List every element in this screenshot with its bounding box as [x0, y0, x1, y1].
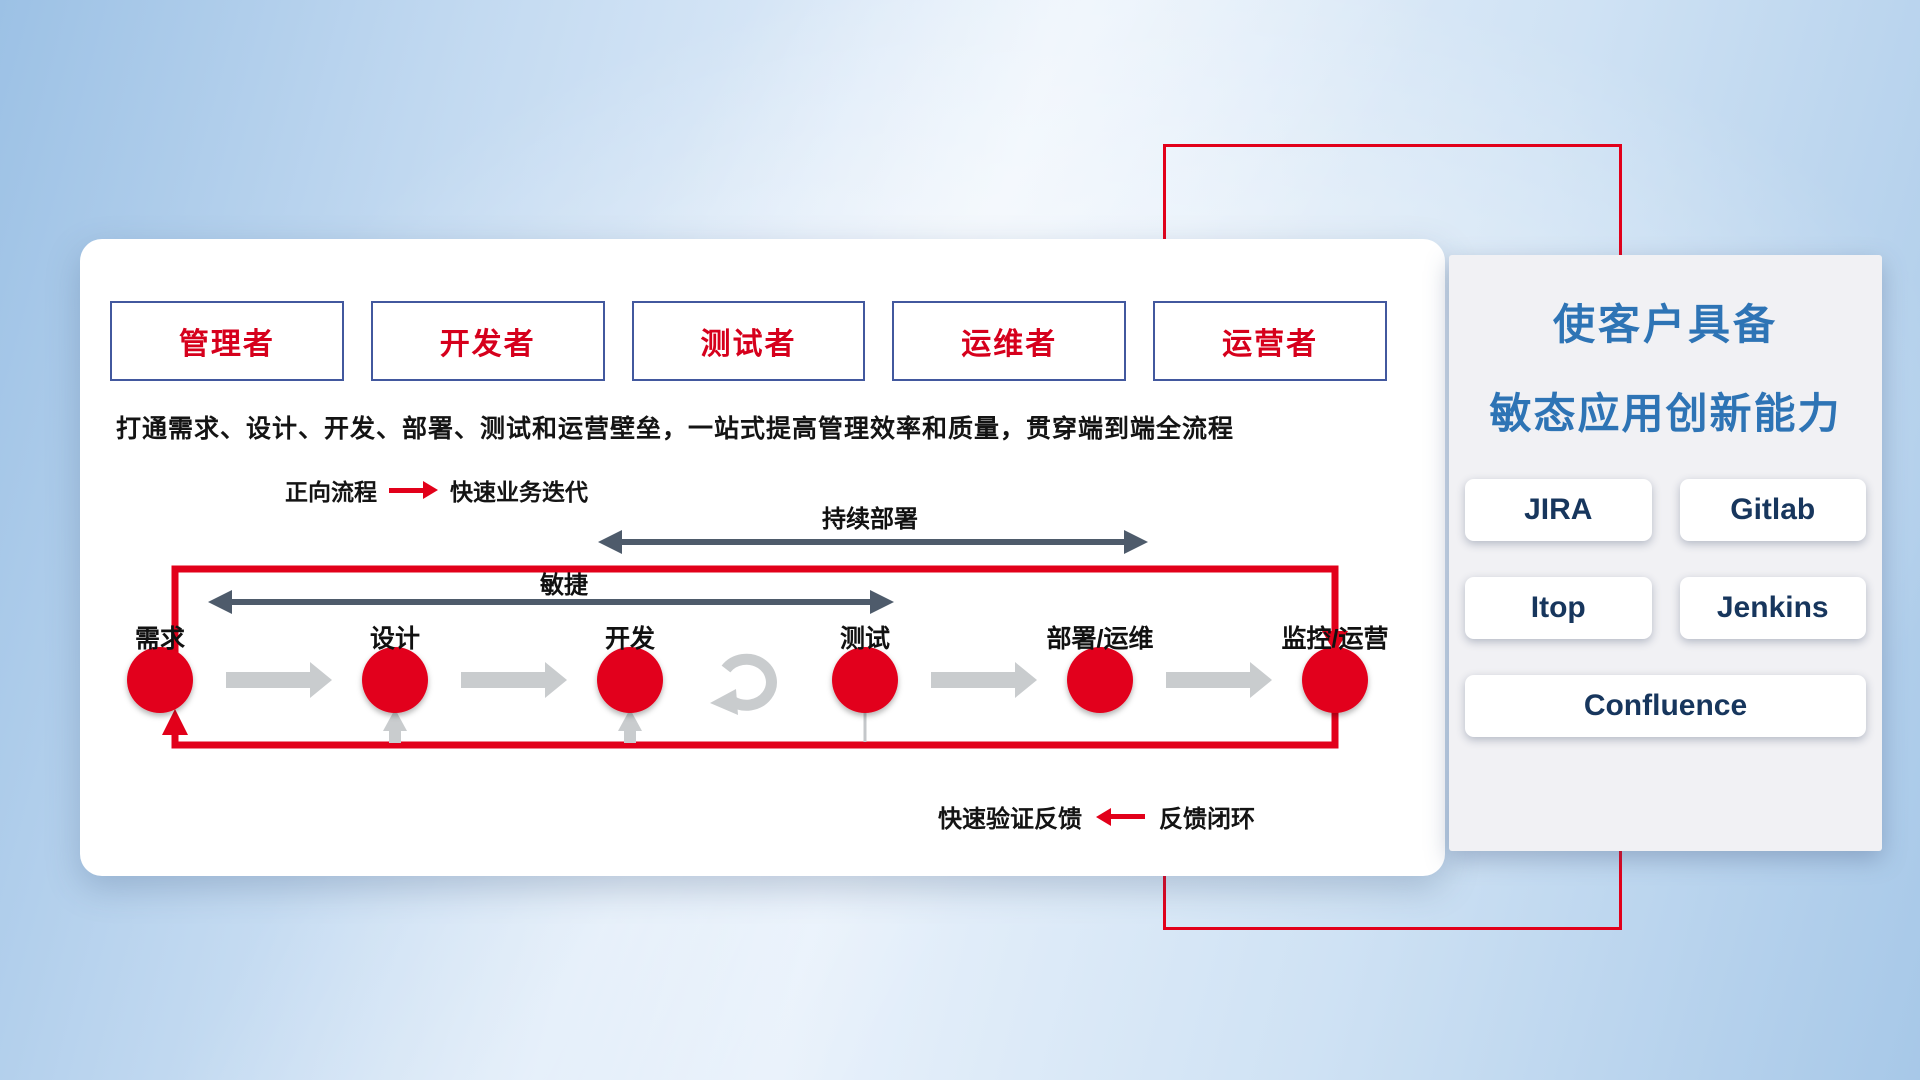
panel-title-line2: 敏态应用创新能力: [1489, 390, 1842, 437]
agile-label: 敏捷: [540, 572, 588, 599]
stage-label-monitor-operations: 监控/运营: [1281, 625, 1389, 653]
role-box-tester: 测试者: [631, 301, 866, 381]
tool-chip-jenkins: Jenkins: [1679, 577, 1866, 639]
role-box-manager: 管理者: [110, 301, 344, 381]
flow-arrow-icon: [461, 662, 567, 698]
stage-label-deploy-ops: 部署/运维: [1046, 625, 1154, 653]
stage-label-testing: 测试: [839, 625, 890, 653]
forward-legend-value: 快速业务迭代: [450, 479, 588, 505]
flow-arrow-icon: [931, 662, 1037, 698]
flow-description: 打通需求、设计、开发、部署、测试和运营壁垒，一站式提高管理效率和质量，贯穿端到端…: [116, 415, 1235, 443]
feedback-loop-arrowhead-icon: [162, 709, 188, 735]
stage-circle-deploy-ops: [1067, 647, 1133, 713]
panel-title-line1: 使客户具备: [1552, 301, 1778, 348]
stage-circle-monitor-operations: [1302, 647, 1368, 713]
role-box-operator: 运营者: [1153, 301, 1387, 381]
stage-circle-development: [597, 647, 663, 713]
agile-double-arrow-icon: [208, 590, 894, 614]
continuous-deploy-double-arrow-icon: [598, 530, 1148, 554]
tool-chip-confluence: Confluence: [1465, 675, 1866, 737]
forward-loop-arrowhead-icon: [1322, 631, 1348, 653]
devops-flow-card: 管理者 开发者 测试者 运维者 运营者 打通需求、设计、开发、部署、测试和运营壁…: [80, 239, 1445, 876]
tool-chip-gitlab: Gitlab: [1679, 479, 1866, 541]
tools-grid: JIRA Gitlab Itop Jenkins Confluence: [1465, 479, 1866, 737]
capability-panel: 使客户具备 敏态应用创新能力 JIRA Gitlab Itop Jenkins …: [1449, 255, 1882, 851]
forward-legend-label: 正向流程: [285, 479, 377, 505]
flow-diagram: [127, 530, 1368, 749]
feedback-arrow-icon: [1096, 807, 1145, 826]
forward-legend: 正向流程 快速业务迭代: [285, 473, 588, 507]
flow-arrow-icon: [226, 662, 332, 698]
stage-circle-requirements: [127, 647, 193, 713]
feedback-up-arrow-design-icon: [383, 709, 407, 743]
feedback-legend-label: 快速验证反馈: [938, 806, 1082, 833]
role-box-ops: 运维者: [892, 301, 1127, 381]
feedback-legend: 快速验证反馈 反馈闭环: [938, 799, 1255, 834]
forward-loop-path: [171, 565, 1339, 685]
stage-circle-design: [362, 647, 428, 713]
continuous-deploy-label: 持续部署: [822, 506, 918, 533]
stage-label-development: 开发: [604, 625, 655, 653]
feedback-up-arrow-dev-icon: [618, 709, 642, 743]
feedback-loop-path: [171, 675, 1339, 749]
flow-arrow-icon: [1166, 662, 1272, 698]
forward-arrow-icon: [389, 481, 438, 499]
tool-chip-itop: Itop: [1465, 577, 1652, 639]
panel-title: 使客户具备 敏态应用创新能力: [1449, 255, 1882, 441]
role-box-developer: 开发者: [370, 301, 605, 381]
roles-row: 管理者 开发者 测试者 运维者 运营者: [110, 301, 1387, 381]
stage-label-design: 设计: [369, 625, 420, 653]
feedback-legend-value: 反馈闭环: [1159, 806, 1255, 833]
iteration-loop-icon: [710, 653, 777, 715]
stage-label-requirements: 需求: [134, 625, 185, 653]
tool-chip-jira: JIRA: [1465, 479, 1652, 541]
stage-circle-testing: [832, 647, 898, 713]
